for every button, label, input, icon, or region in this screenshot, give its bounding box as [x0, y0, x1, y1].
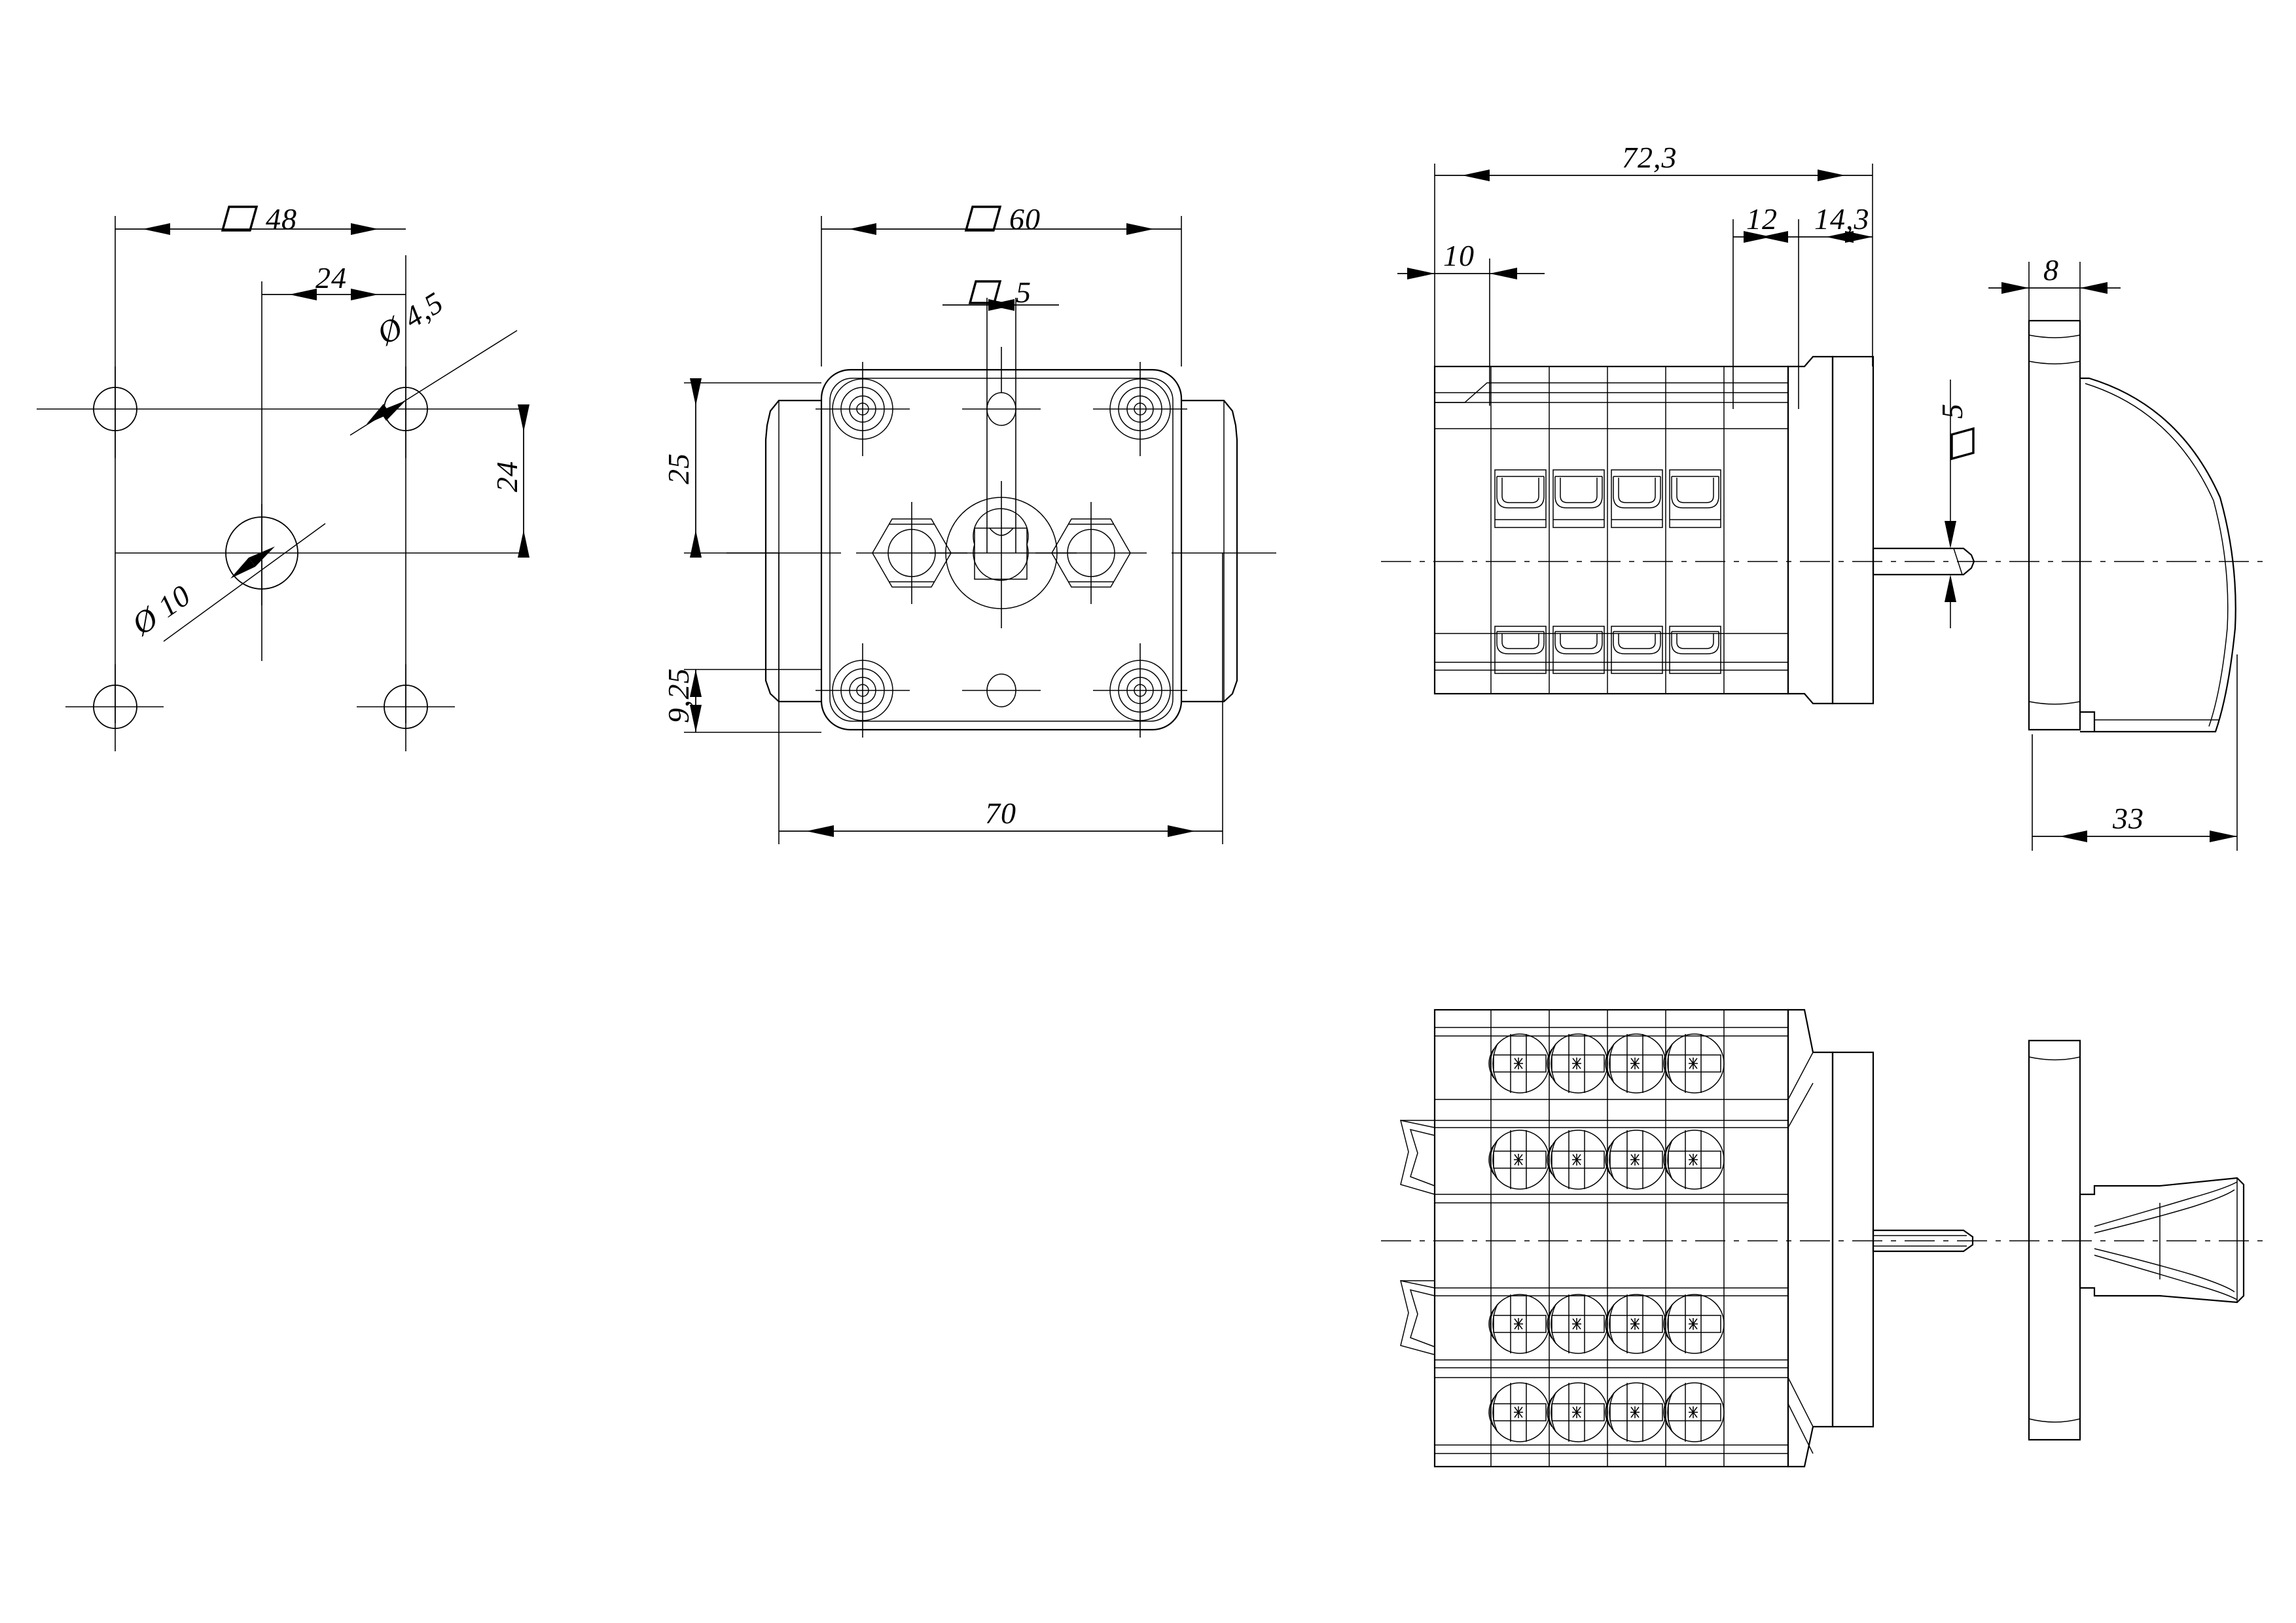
dim-label-dia10: Ø10 — [126, 578, 198, 643]
flange-slant — [1787, 1082, 1814, 1128]
flange-slant — [1787, 1403, 1814, 1454]
knob-base-step — [2080, 711, 2096, 732]
view-side: 72,3 12 14,3 10 — [1381, 141, 2271, 851]
flange-side — [1787, 355, 1834, 705]
leader-arrow — [367, 404, 390, 424]
knob-wing-upper — [2094, 1181, 2238, 1227]
panel-detail — [2028, 1056, 2081, 1061]
dim-label-25: 25 — [662, 453, 695, 484]
shaft-plan — [1872, 1229, 1974, 1253]
panel-detail — [2028, 361, 2081, 365]
terminals-lower-side — [1494, 626, 1721, 674]
dim-label-sq60: 60 — [1009, 202, 1041, 236]
dim-label-143: 14,3 — [1814, 202, 1870, 236]
mounting-plate-side — [1831, 355, 1874, 705]
mounting-plate-plan — [1831, 1051, 1874, 1428]
dim-label-sq48: 48 — [266, 202, 297, 236]
square-symbol-icon — [964, 205, 1002, 232]
view-plan — [1381, 1008, 2271, 1468]
leader-arrow — [230, 558, 255, 579]
knob-plan — [2079, 1177, 2245, 1304]
bracket-tab-left — [764, 399, 821, 703]
dim-label-24h: 24 — [315, 261, 347, 294]
wire-funnel-inner — [1409, 1128, 1435, 1186]
knob-profile-side — [2080, 377, 2236, 733]
dim-label-8: 8 — [2043, 253, 2059, 287]
wire-funnel — [1399, 1280, 1435, 1355]
wire-funnel-inner — [1409, 1289, 1435, 1347]
center-shaft-front — [929, 481, 1077, 628]
flange-slant — [1787, 1377, 1814, 1427]
dim-label-925: 9,25 — [662, 668, 695, 724]
dim-label-10: 10 — [1443, 239, 1475, 272]
wire-funnel — [1399, 1120, 1435, 1195]
dim-label-70: 70 — [985, 796, 1016, 830]
bracket-tab-right — [1181, 399, 1238, 703]
panel-detail — [2028, 334, 2081, 338]
knob-wing-lower-inner — [2094, 1248, 2235, 1293]
square-symbol-icon — [1950, 427, 1975, 461]
hex-nut-left — [856, 502, 967, 604]
view-panel-cutout: 48 24 24 — [37, 202, 529, 751]
hex-nut-right — [1035, 502, 1147, 604]
dim-label-sq5: 5 — [1016, 276, 1031, 309]
square-symbol-icon — [968, 280, 1002, 304]
dim-label-12: 12 — [1746, 202, 1778, 236]
square-symbol-icon — [221, 205, 259, 232]
knob-wing-lower — [2094, 1255, 2238, 1300]
dim-label-24v: 24 — [490, 461, 524, 492]
leader-arrow — [249, 546, 275, 567]
view-front: 60 5 25 9,25 70 — [662, 202, 1276, 844]
panel-plate-side — [2028, 319, 2081, 731]
terminals-upper-side — [1494, 469, 1721, 528]
flange-slant — [1787, 1052, 1814, 1100]
panel-detail — [2028, 701, 2081, 705]
dim-label-33: 33 — [2112, 802, 2144, 835]
panel-plate-plan — [2028, 1039, 2081, 1441]
corner-screws — [816, 362, 1187, 738]
terminal-screws-plan — [1488, 1033, 1725, 1442]
leader-arrow — [380, 401, 406, 421]
flange-plan — [1787, 1008, 1834, 1468]
panel-detail — [2028, 1418, 2081, 1423]
dim-label-723: 72,3 — [1622, 141, 1677, 174]
dim-label-sq5-side: 5 — [1935, 403, 1969, 419]
leader-dia10 — [163, 523, 326, 642]
knob-wing-upper-inner — [2094, 1189, 2235, 1234]
knob-profile-inner — [2085, 383, 2229, 727]
shaft-side — [1872, 547, 1975, 576]
chamfer-line — [1435, 382, 1788, 403]
locating-holes — [962, 392, 1041, 707]
